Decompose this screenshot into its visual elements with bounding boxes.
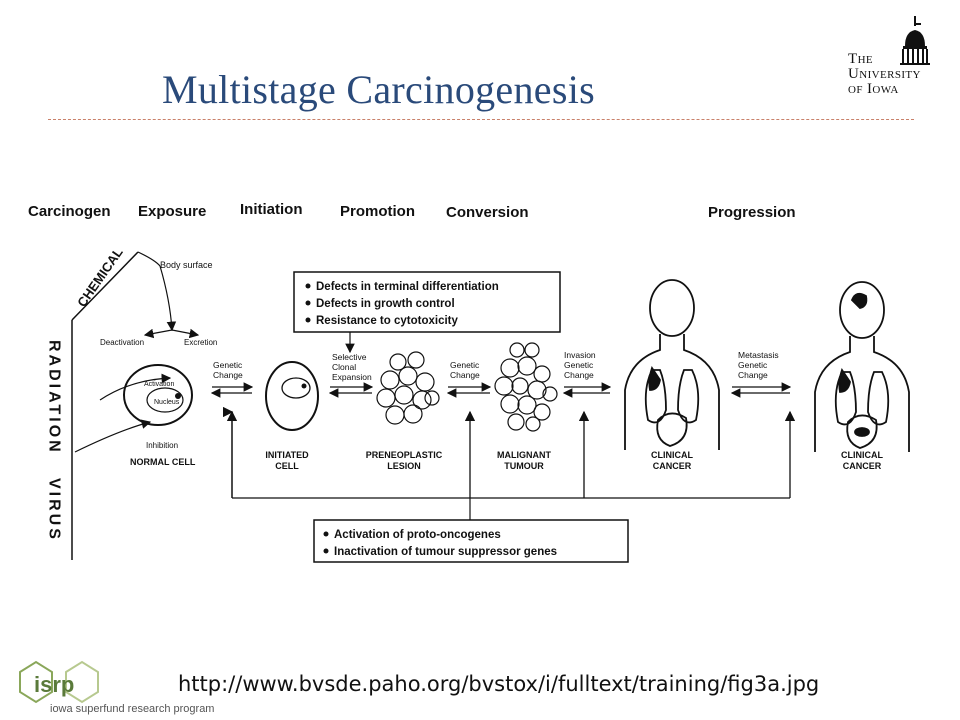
transition-5-line-3: Change <box>738 370 768 380</box>
clinical-1-label-1: CLINICAL <box>651 450 693 460</box>
inhibition-label: Inhibition <box>146 441 178 450</box>
initiated-label-1: INITIATED <box>265 450 309 460</box>
bottom-box-item-2: Inactivation of tumour suppressor genes <box>334 546 557 558</box>
clinical-cancer-figure-1 <box>624 279 720 450</box>
nucleus-label: Nucleus <box>154 399 180 406</box>
malignant-label-2: TUMOUR <box>504 461 544 471</box>
university-of-iowa-logo <box>900 16 930 65</box>
transition-4-line-3: Change <box>564 370 594 380</box>
normal-cell-label: NORMAL CELL <box>130 457 196 467</box>
header-conversion: Conversion <box>446 204 529 221</box>
agent-chemical: CHEMICAL <box>74 245 126 310</box>
initiated-cell <box>265 361 319 431</box>
isrp-mark: isrp <box>34 672 74 697</box>
clinical-2-label-2: CANCER <box>843 461 882 471</box>
deactivation-label: Deactivation <box>100 338 144 347</box>
top-factors-box: Defects in terminal differentiation Defe… <box>293 271 561 354</box>
transition-4-line-1: Invasion <box>564 350 596 360</box>
wordmark-line-2: University <box>848 66 921 82</box>
transition-2-line-1: Selective <box>332 352 367 362</box>
preneoplastic-lesion <box>376 351 440 425</box>
preneoplastic-label-2: LESION <box>387 461 421 471</box>
bottom-factors-box: Activation of proto-oncogenes Inactivati… <box>313 498 629 563</box>
transition-2-line-2: Clonal <box>332 362 356 372</box>
clinical-cancer-figure-2 <box>814 281 910 452</box>
clinical-2-label-1: CLINICAL <box>841 450 883 460</box>
transition-3-line-2: Change <box>450 370 480 380</box>
carcinogenesis-diagram: Carcinogen Exposure Initiation Promotion… <box>28 201 910 563</box>
old-capitol-icon <box>900 16 930 65</box>
top-box-item-2: Defects in growth control <box>316 298 455 310</box>
wordmark-line-1: The <box>848 51 874 67</box>
transition-5-line-2: Genetic <box>738 360 768 370</box>
top-box-item-1: Defects in terminal differentiation <box>316 281 499 293</box>
transition-1-line-2: Change <box>213 370 243 380</box>
excretion-label: Excretion <box>184 338 217 347</box>
malignant-tumour <box>494 342 558 432</box>
activation-label: Activation <box>144 381 174 388</box>
wordmark-line-3: of Iowa <box>848 81 899 97</box>
header-promotion: Promotion <box>340 203 415 220</box>
bottom-box-item-1: Activation of proto-oncogenes <box>334 529 501 541</box>
title-divider <box>48 119 914 120</box>
hexagon-icon <box>19 660 99 704</box>
clinical-1-label-2: CANCER <box>653 461 692 471</box>
transition-1-line-1: Genetic <box>213 360 243 370</box>
header-carcinogen: Carcinogen <box>28 203 111 220</box>
agent-virus: VIRUS <box>46 478 63 542</box>
source-url[interactable]: http://www.bvsde.paho.org/bvstox/i/fullt… <box>178 672 820 696</box>
normal-cell-group: Body surface Deactivation Excretion Acti… <box>74 251 217 467</box>
isrp-caption: iowa superfund research program <box>50 703 214 715</box>
body-surface-label: Body surface <box>160 260 213 270</box>
transition-2-line-3: Expansion <box>332 372 372 382</box>
malignant-label-1: MALIGNANT <box>497 450 551 460</box>
preneoplastic-label-1: PRENEOPLASTIC <box>366 450 443 460</box>
header-progression: Progression <box>708 204 796 221</box>
transition-4-line-2: Genetic <box>564 360 594 370</box>
isrp-logo: isrp iowa superfund research program <box>19 660 214 715</box>
agent-radiation: RADIATION <box>46 340 63 455</box>
university-wordmark: The University of Iowa <box>848 52 940 97</box>
header-initiation: Initiation <box>240 201 303 218</box>
transition-3-line-1: Genetic <box>450 360 480 370</box>
slide-title: Multistage Carcinogenesis <box>162 67 595 112</box>
top-box-item-3: Resistance to cytotoxicity <box>316 315 458 327</box>
initiated-label-2: CELL <box>275 461 299 471</box>
transition-5-line-1: Metastasis <box>738 350 779 360</box>
header-exposure: Exposure <box>138 203 206 220</box>
